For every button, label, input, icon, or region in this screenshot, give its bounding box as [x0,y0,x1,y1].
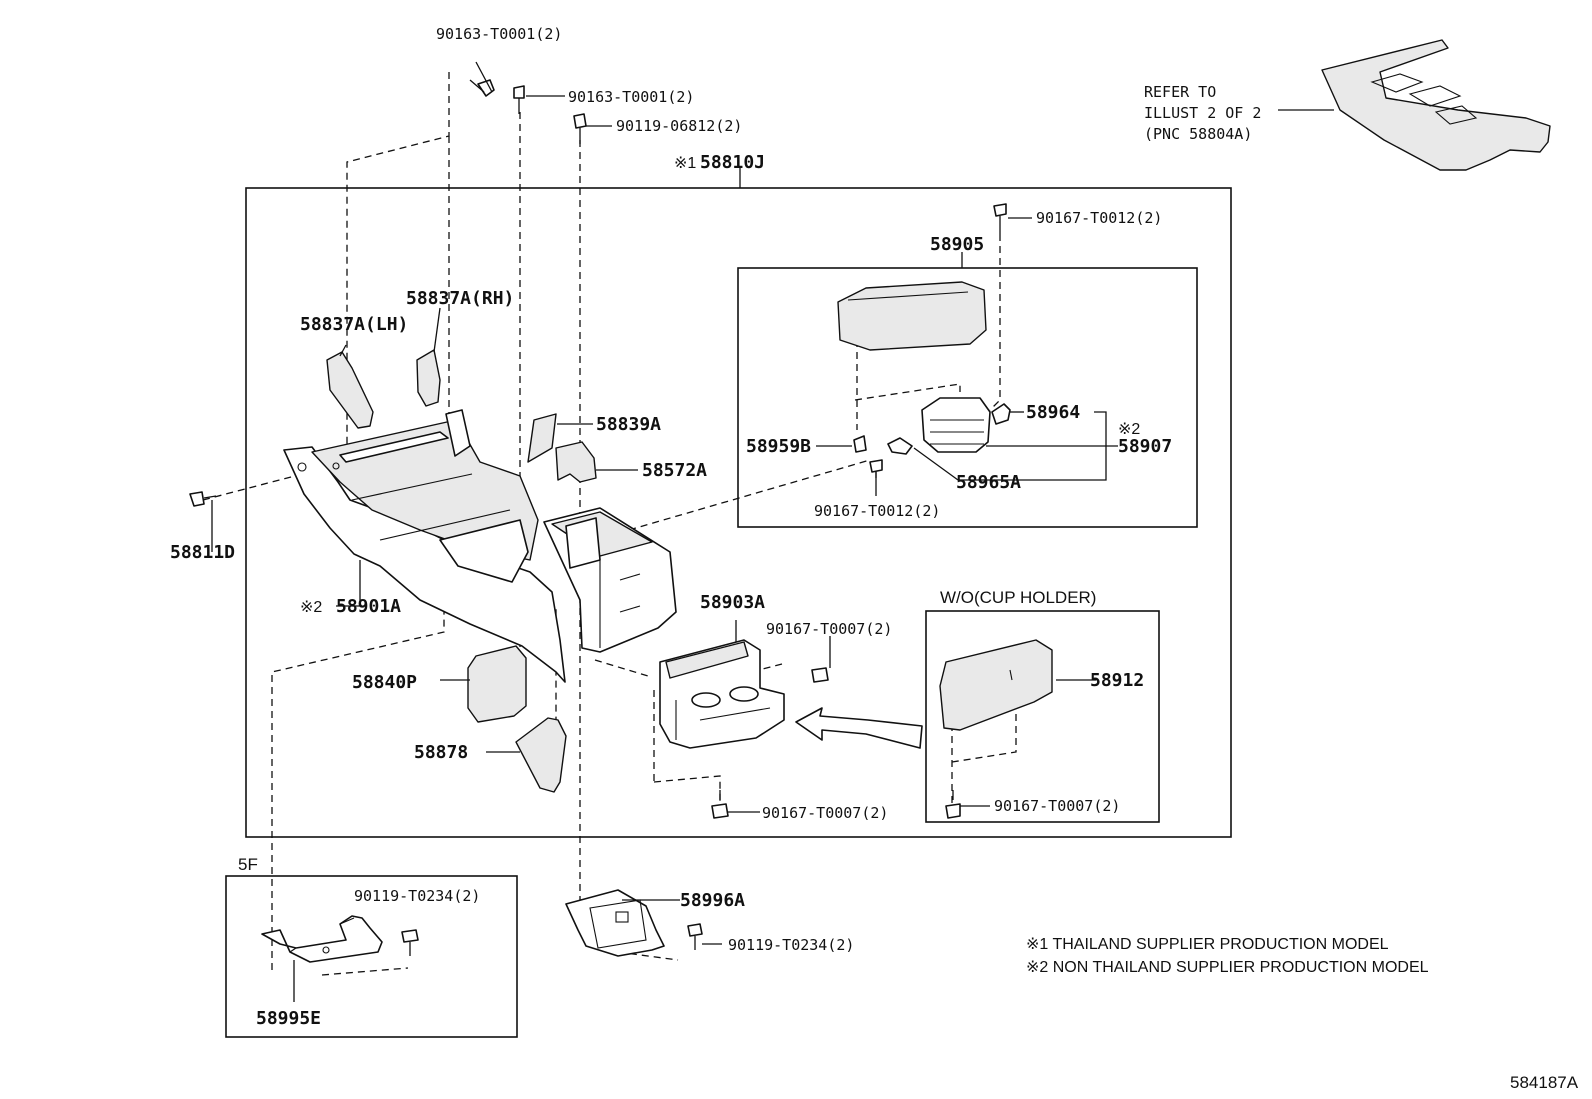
damper-58959b [853,435,867,453]
refer-console-illustration [1321,39,1551,171]
label-58901a: 58901A [336,596,401,617]
wo-cup-holder-box [925,610,1160,823]
label-wo-cup-holder: W/O(CUP HOLDER) [940,588,1096,607]
label-58878: 58878 [414,742,468,763]
label-58995e: 58995E [256,1008,321,1029]
main-assembly-box [245,187,1232,838]
label-bolt-90167-t0007-c: 90167-T0007(2) [994,797,1120,815]
side-trim-58837a-rh [416,349,441,407]
label-58996a: 58996A [680,890,745,911]
note-thailand-model: ※1 THAILAND SUPPLIER PRODUCTION MODEL [1026,936,1389,953]
label-58837a-rh: 58837A(RH) [406,288,514,309]
cup-holder-58903a [659,639,785,749]
bracket-5f-box [225,875,518,1038]
label-bolt-90167-t0012-bottom: 90167-T0012(2) [814,502,940,520]
label-58903a: 58903A [700,592,765,613]
label-58907-mark: ※2 [1118,421,1140,438]
label-bolt-90163-b: 90163-T0001(2) [568,88,694,106]
label-58840p: 58840P [352,672,417,693]
replacement-arrow [795,707,923,749]
label-bolt-90119-06812: 90119-06812(2) [616,117,742,135]
armrest-lid-58905 [837,281,987,351]
hinge-58907 [921,397,991,453]
console-rear-box [543,507,677,653]
model-notes: ※1 THAILAND SUPPLIER PRODUCTION MODEL ※2… [1026,936,1429,976]
panel-58912 [939,639,1053,731]
mat-58840p [467,645,527,723]
label-bolt-90167-t0007-b: 90167-T0007(2) [762,804,888,822]
refer-line-2: ILLUST 2 OF 2 [1144,104,1261,122]
bracket-58965a [887,437,913,455]
label-bolt-90119-t0234-b: 90119-T0234(2) [728,936,854,954]
armrest-box [737,267,1198,528]
side-trim-58837a-lh [326,351,374,429]
bracket-58995e [261,915,383,963]
label-58811d: 58811D [170,542,235,563]
label-58572a: 58572A [642,460,707,481]
label-58959b: 58959B [746,436,811,457]
label-bolt-90163-a: 90163-T0001(2) [436,25,562,43]
part-labels: 90163-T0001(2) 90163-T0001(2) 90119-0681… [170,25,1172,1029]
label-58901a-mark: ※2 [300,599,322,616]
mat-58878 [515,717,567,793]
label-58905: 58905 [930,234,984,255]
label-58837a-lh: 58837A(LH) [300,314,408,335]
label-bolt-90167-t0012-top: 90167-T0012(2) [1036,209,1162,227]
label-58907: 58907 [1118,436,1172,457]
label-58965a: 58965A [956,472,1021,493]
note-non-thailand-model: ※2 NON THAILAND SUPPLIER PRODUCTION MODE… [1026,959,1429,976]
bracket-58996a [565,889,665,957]
label-5f: 5F [238,855,258,874]
cover-58572a [555,441,597,483]
label-58839a: 58839A [596,414,661,435]
label-58912: 58912 [1090,670,1144,691]
label-bolt-90167-t0007-a: 90167-T0007(2) [766,620,892,638]
illustration-id: 584187A [1510,1073,1579,1092]
leader-lines [211,61,1334,1002]
label-58964: 58964 [1026,402,1080,423]
fastener-symbols [189,79,1007,956]
console-body-58901a [283,409,566,683]
refer-line-1: REFER TO [1144,83,1216,101]
clip-58964 [991,403,1011,425]
label-bolt-90119-t0234-a: 90119-T0234(2) [354,887,480,905]
label-assy-58810j: 58810J [700,152,765,173]
refer-line-3: (PNC 58804A) [1144,125,1252,143]
pad-58839a [527,413,557,463]
refer-text: REFER TO ILLUST 2 OF 2 (PNC 58804A) [1144,83,1261,143]
label-assy-mark: ※1 [674,155,696,172]
